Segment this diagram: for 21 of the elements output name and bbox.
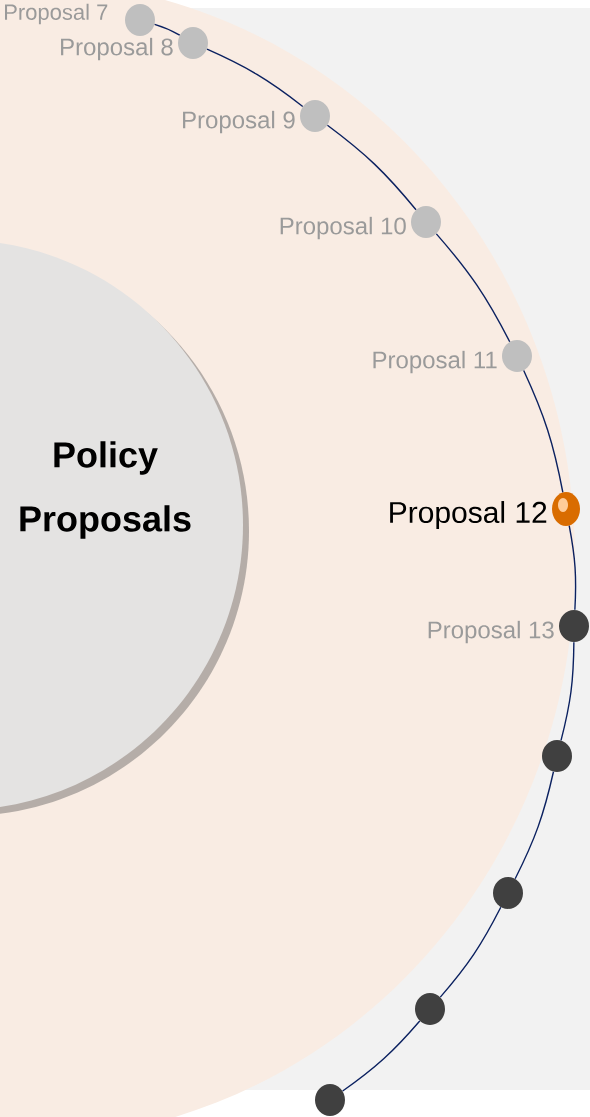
connector-arc (206, 48, 304, 108)
connector-arc (326, 124, 417, 211)
connector-arc (568, 525, 577, 611)
connector-arc (153, 23, 181, 36)
node-label: Proposal 10 (280, 216, 406, 240)
connector-arc (341, 1020, 421, 1092)
dot (493, 877, 523, 909)
node-label: Proposal 12 (390, 501, 547, 529)
node-label: Proposal 11 (373, 350, 497, 374)
dot (542, 740, 572, 772)
node-label: Proposal 13 (428, 620, 554, 644)
dot (415, 993, 445, 1025)
connector-arc (560, 641, 575, 742)
connector-arc (514, 771, 555, 880)
node-label: Proposal 7 (5, 3, 108, 25)
node-label: Proposal 9 (183, 110, 295, 134)
connector-arc (439, 906, 502, 998)
node-label: Proposal 8 (61, 37, 173, 61)
connector-arc (523, 369, 564, 493)
connector-arc (435, 233, 511, 343)
dot (315, 1084, 345, 1116)
